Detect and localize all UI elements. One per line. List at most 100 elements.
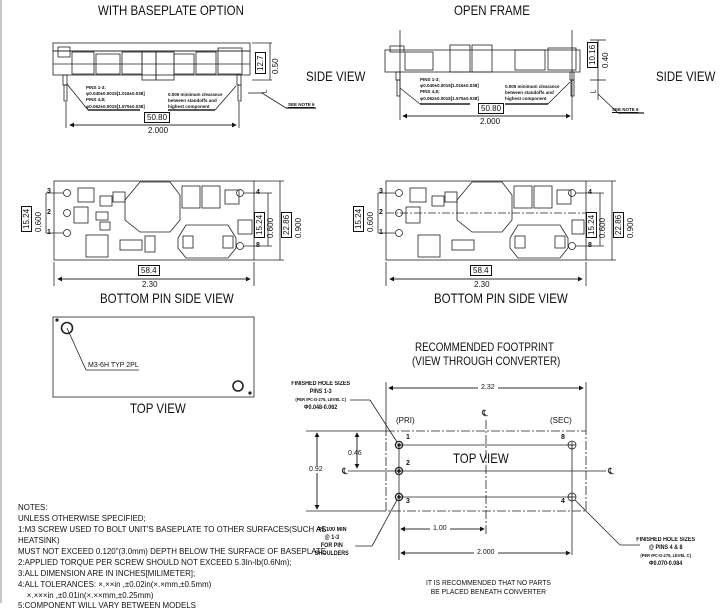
see-note-left: SEE NOTE 6 — [288, 102, 315, 107]
pin-shoulder — [62, 74, 68, 86]
pins-13-diameter: φ0.040±0.0015[1.016±0.038] — [86, 91, 145, 96]
pin-label-3-r: 3 — [379, 188, 383, 195]
pin-spacing-mm-right: 15.24 — [353, 205, 364, 232]
pitch-mm-right: 50.80 — [478, 103, 505, 114]
note-line: UNLESS OTHERWISE SPECIFIED; — [18, 513, 146, 523]
baseplate-title: WITH BASEPLATE OPTION — [98, 2, 244, 18]
baseplate-side-view — [52, 42, 316, 128]
note-line: MUST NOT EXCEED 0.120"(3.0mm) DEPTH BELO… — [18, 546, 327, 556]
pin — [63, 84, 68, 102]
page-left-border — [0, 0, 2, 603]
open-frame-title: OPEN FRAME — [454, 2, 530, 18]
open-frame-height-in: 0.40 — [601, 52, 610, 68]
pin — [237, 84, 242, 102]
pin-shoulder — [236, 74, 242, 86]
length-mm-left: 58.4 — [138, 265, 160, 276]
hole-13-callout: FINISHED HOLE SIZES PINS 1-3 (PER IPC-D-… — [291, 380, 350, 412]
clearance-note-1: 0.005 minimum clearance — [168, 92, 223, 97]
centerline-right: ℄ — [608, 466, 614, 476]
pitch-in-right: 2.000 — [480, 117, 501, 126]
side-view-title-right: SIDE VIEW — [656, 68, 716, 84]
pin-label-8-r: 8 — [588, 242, 592, 249]
thread-callout: M3-6H TYP 2PL — [88, 362, 139, 369]
bottom-pin-side-view-title-right: BOTTOM PIN SIDE VIEW — [434, 290, 568, 306]
pin-label-1: 1 — [47, 229, 51, 236]
footprint-title-1: RECOMMENDED FOOTPRINT — [415, 340, 554, 354]
board-outline — [53, 180, 255, 261]
length-mm-right: 58.4 — [470, 265, 492, 276]
hole-13-title: FINISHED HOLE SIZES — [291, 381, 351, 387]
hole-48-standard: (PER IPC-D-275, LEVEL C) — [640, 553, 691, 558]
note-line: 3:ALL DIMENSION ARE IN INCHES[MILIMETER]… — [18, 568, 196, 578]
footprint-top-view-label: TOP VIEW — [453, 450, 509, 466]
of-clearance-note-2: between standoffs and — [505, 90, 554, 95]
pin-label-4: 4 — [256, 189, 260, 196]
l-label-right: L — [590, 89, 598, 94]
row-half-dim: 0.46 — [348, 450, 362, 457]
note-line: HEATSINK) — [18, 535, 60, 545]
width-in-left: 0.900 — [294, 217, 303, 238]
top-view-title: TOP VIEW — [130, 400, 186, 416]
pitch-in-left: 2.000 — [148, 126, 169, 135]
centerline-top: ℄ — [482, 408, 488, 418]
hole-13-standard: (PER IPC-D-275, LEVEL C) — [295, 397, 346, 402]
pins-48-diameter: φ0.062±0.0015[1.575±0.038] — [86, 104, 145, 109]
note-line: 4:ALL TOLERANCES: ×.××in ,±0.02in(×.×mm,… — [18, 579, 212, 589]
note-line: ×.×××in ,±0.01in(×.××mm,±0.25mm) — [18, 590, 154, 600]
clearance-note-3: highest component — [168, 104, 210, 109]
shoulder-line-1: Φ0.100 MIN — [317, 527, 347, 533]
baseplate-height-mm: 12.7 — [255, 52, 266, 74]
open-frame-height-mm: 10.16 — [587, 41, 598, 68]
of-pins-48-label: PINS 4,8; — [420, 89, 440, 94]
shoulder-line-3: FOR PIN — [320, 543, 343, 549]
pin-spacing-in-right: 0.600 — [366, 211, 375, 232]
length-in-right: 2.30 — [474, 280, 490, 289]
hole-48-callout: FINISHED HOLE SIZES @ PINS 4 & 8 (PER IP… — [636, 536, 695, 568]
length-in-left: 2.30 — [142, 280, 158, 289]
shoulder-line-4: SHOULDERS — [314, 551, 349, 557]
pin-label-8: 8 — [256, 242, 260, 249]
pin-spacing-mm-left: 15.24 — [21, 205, 32, 232]
bottom-pin-side-view-title-left: BOTTOM PIN SIDE VIEW — [100, 290, 234, 306]
recommendation-line-2: BE PLACED BENEATH CONVERTER — [430, 587, 547, 596]
note-line: 5:COMPONENT WILL VARY BETWEEN MODELS — [18, 600, 196, 610]
pin-shoulder-callout: Φ0.100 MIN @ 1-3 FOR PIN SHOULDERS — [315, 526, 349, 558]
baseplate-height-in: 0.50 — [271, 58, 280, 74]
of-clearance-note-3: highest component — [505, 96, 547, 101]
pin-label-2: 2 — [47, 209, 51, 216]
width-mm-left: 22.86 — [281, 211, 292, 238]
pin-spacing-in-right-r: 0.600 — [598, 217, 607, 238]
baseplate-outline — [52, 42, 251, 52]
of-pins-13-diameter: φ0.040±0.0015[1.016±0.038] — [420, 83, 479, 88]
pin-label-4-r: 4 — [588, 189, 592, 196]
fp-pin-1: 1 — [406, 434, 410, 441]
pin-spacing-in-left-r: 0.600 — [266, 217, 275, 238]
top-view-outline — [52, 316, 255, 398]
overall-width-dim: 2.32 — [478, 384, 498, 391]
clearance-note-2: between standoffs and — [168, 98, 217, 103]
bottom-pin-view-right — [377, 180, 616, 286]
pitch-mm-left: 50.80 — [144, 112, 171, 123]
pin-label-3: 3 — [47, 188, 51, 195]
shoulder-line-2: @ 1-3 — [324, 535, 340, 541]
pin-label-2-r: 2 — [379, 209, 383, 216]
hole-48-pins: @ PINS 4 & 8 — [648, 545, 683, 551]
secondary-label: (SEC) — [550, 416, 572, 425]
hole-48-title: FINISHED HOLE SIZES — [636, 537, 696, 543]
width-mm-right: 22.86 — [613, 211, 624, 238]
footprint-title-2: (VIEW THROUGH CONVERTER) — [412, 354, 561, 368]
footprint-drawing — [306, 382, 640, 560]
hole-13-diameter: Φ0.048-0.062 — [304, 405, 338, 411]
hole-48-diameter: Φ0.070-0.084 — [649, 561, 683, 567]
see-note-right: SEE NOTE 6 — [612, 107, 639, 112]
side-view-title-left: SIDE VIEW — [306, 68, 366, 84]
pins-13-label: PINS 1-3; — [86, 85, 106, 90]
notes-header: NOTES: — [18, 502, 48, 512]
pins-48-label: PINS 4,8; — [86, 97, 106, 102]
primary-label: (PRI) — [396, 416, 415, 425]
width-in-right: 0.900 — [626, 217, 635, 238]
centerline-left: ℄ — [342, 466, 348, 476]
recommendation-note: IT IS RECOMMENDED THAT NO PARTS BE PLACE… — [426, 578, 551, 596]
of-pins-13-label: PINS 1-3; — [420, 77, 440, 82]
hole-13-pins: PINS 1-3 — [309, 389, 332, 395]
